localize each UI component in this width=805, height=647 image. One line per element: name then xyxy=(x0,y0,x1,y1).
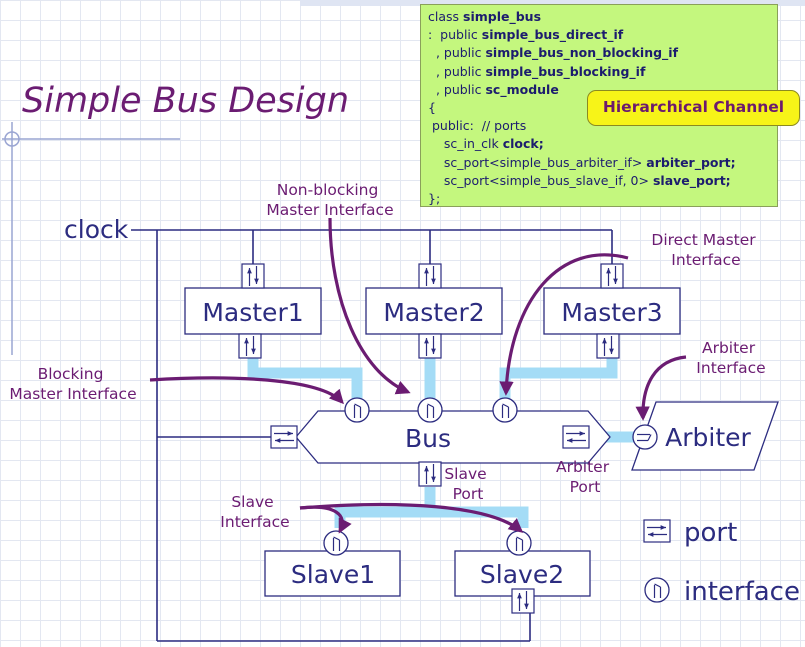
interface-bus-blocking xyxy=(344,397,370,423)
page-title: Simple Bus Design xyxy=(22,81,349,121)
interface-bus-direct xyxy=(492,397,518,423)
code-text: , public xyxy=(428,81,486,97)
arrow-non-blocking xyxy=(328,217,411,395)
code-line: , public simple_bus_blocking_if xyxy=(428,63,770,81)
code-line: { xyxy=(428,99,770,117)
code-text: }; xyxy=(428,190,441,206)
code-line: sc_in_clk clock; xyxy=(428,135,770,153)
port-bus-slave xyxy=(418,461,442,487)
port-master1-bottom xyxy=(238,333,262,359)
arrow-blocking xyxy=(149,376,344,405)
port-bus-clock xyxy=(270,425,298,449)
arbiter-block[interactable]: Arbiter xyxy=(631,401,779,471)
code-keyword: simple_bus_non_blocking_if xyxy=(485,45,679,61)
code-keyword: clock; xyxy=(502,136,544,152)
code-keyword: arbiter_port; xyxy=(646,154,736,170)
code-line: : public simple_bus_direct_if xyxy=(428,26,770,44)
code-line: }; xyxy=(428,190,770,208)
arrow-direct-master xyxy=(499,253,629,396)
clock-wires xyxy=(131,229,613,642)
port-master3-bottom xyxy=(596,333,620,359)
master2-block[interactable]: Master2 xyxy=(365,287,503,335)
annotation-direct-master: Direct Master Interface xyxy=(651,231,760,269)
code-text: , public xyxy=(428,45,486,61)
hierarchical-channel-badge: Hierarchical Channel xyxy=(587,90,800,126)
annotation-blocking: Blocking Master Interface xyxy=(9,365,136,403)
master1-block[interactable]: Master1 xyxy=(184,287,322,335)
slave1-label: Slave1 xyxy=(291,560,375,589)
code-line: public: // ports xyxy=(428,117,770,135)
interface-bus-non-blocking xyxy=(417,397,443,423)
master2-label: Master2 xyxy=(383,298,484,327)
master3-label: Master3 xyxy=(561,298,662,327)
code-text: sc_port<simple_bus_slave_if, 0> xyxy=(428,172,653,188)
arrow-slave2-interface xyxy=(299,502,524,533)
bus-label: Bus xyxy=(405,424,451,453)
annotation-arrows xyxy=(149,217,687,534)
code-keyword: simple_bus_direct_if xyxy=(481,27,624,43)
code-line: , public simple_bus_non_blocking_if xyxy=(428,44,770,62)
code-text: : public xyxy=(428,27,482,43)
annotation-arbiter-interface: Arbiter Interface xyxy=(696,339,765,377)
slave2-label: Slave2 xyxy=(480,560,564,589)
code-text: sc_in_clk xyxy=(428,136,503,152)
bus-block[interactable]: Bus xyxy=(295,410,611,464)
code-text: sc_port<simple_bus_arbiter_if> xyxy=(428,154,647,170)
code-line: sc_port<simple_bus_slave_if, 0> slave_po… xyxy=(428,172,770,190)
top-strip xyxy=(300,0,805,6)
code-line: , public sc_module xyxy=(428,81,770,99)
code-text: public: // ports xyxy=(428,118,527,134)
code-keyword: slave_port; xyxy=(652,172,731,188)
annotation-slave-interface: Slave Interface xyxy=(220,493,289,531)
code-keyword: simple_bus xyxy=(463,9,542,24)
slave1-block[interactable]: Slave1 xyxy=(264,550,401,597)
arrow-arbiter-interface xyxy=(635,355,687,421)
code-keyword: simple_bus_blocking_if xyxy=(485,63,646,79)
code-text: class xyxy=(428,9,464,24)
code-line: class simple_bus xyxy=(428,8,770,26)
port-master2-top xyxy=(418,263,442,289)
port-master2-bottom xyxy=(418,333,442,359)
code-line: sc_port<simple_bus_arbiter_if> arbiter_p… xyxy=(428,154,770,172)
master3-block[interactable]: Master3 xyxy=(543,287,681,335)
clock-label: clock xyxy=(64,215,129,244)
interface-slave1 xyxy=(323,530,349,556)
port-slave2-bottom xyxy=(511,588,535,614)
label-arbiter-port: Arbiter Port xyxy=(556,458,614,496)
port-master3-top xyxy=(600,263,624,289)
interface-arbiter xyxy=(632,424,658,450)
legend-port-label: port xyxy=(684,518,737,548)
port-master1-top xyxy=(241,263,265,289)
label-slave-port: Slave Port xyxy=(444,465,491,503)
code-text: , public xyxy=(428,63,486,79)
interface-slave2 xyxy=(506,530,532,556)
annotation-non-blocking: Non-blocking Master Interface xyxy=(266,181,393,219)
code-text: { xyxy=(428,99,436,115)
arbiter-label: Arbiter xyxy=(665,423,751,452)
legend-interface-label: interface xyxy=(684,577,800,607)
code-keyword: sc_module xyxy=(485,81,559,97)
master1-label: Master1 xyxy=(202,298,303,327)
port-bus-arbiter xyxy=(562,425,590,449)
legend-interface-icon xyxy=(644,577,670,603)
legend-port-icon xyxy=(643,519,671,543)
title-decoration xyxy=(2,122,180,355)
